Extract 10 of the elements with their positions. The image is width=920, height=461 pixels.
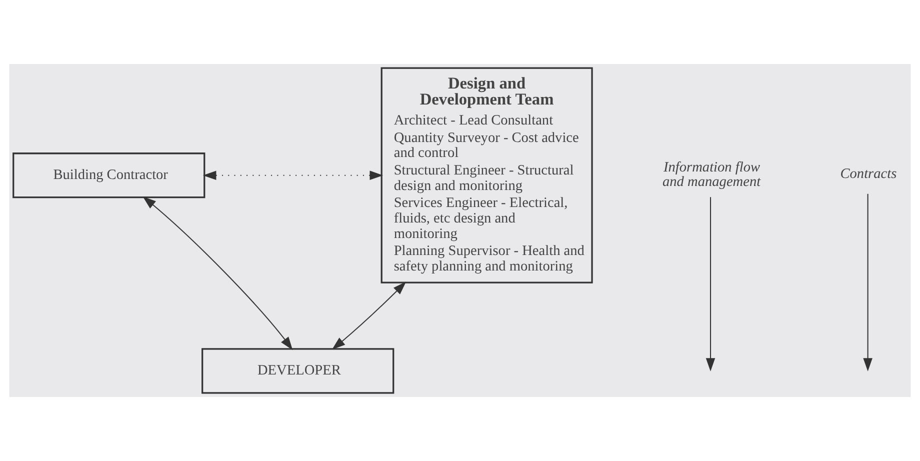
arrow xyxy=(142,196,293,350)
node-box: DEVELOPER xyxy=(202,348,394,394)
arrow xyxy=(863,194,872,372)
arrow xyxy=(202,170,384,180)
node-box: Building Contractor xyxy=(12,152,206,198)
node-text: Information flow and management xyxy=(662,159,761,190)
arrow xyxy=(706,197,716,372)
node-box: Design and Development Team Architect - Lead Consultant Quantity Surveyor - Cost advice and control Structural Engineer - Structural design and monitoring Services Engineer - Electrical, fluids, etc design and monitoring Planning Supervisor - Health and safety planning and monitoring xyxy=(380,67,593,284)
node-text: Contracts xyxy=(840,166,897,182)
arrow xyxy=(332,282,406,350)
